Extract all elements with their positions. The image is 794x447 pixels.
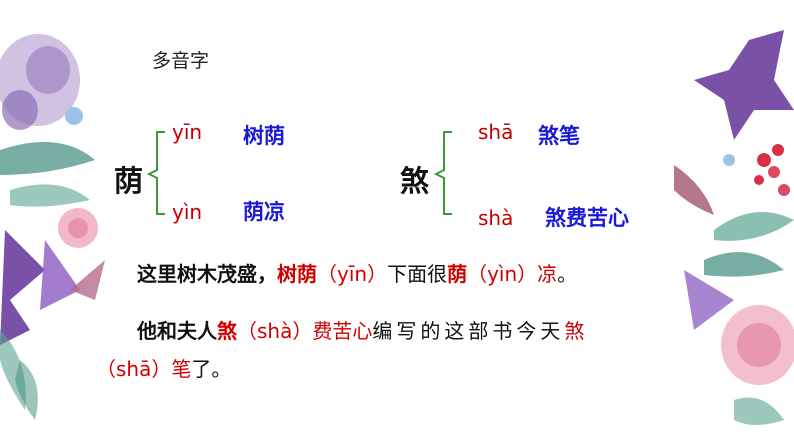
- pinyin-sha-4: shà: [478, 206, 514, 230]
- polyphone-char-yin: 荫: [114, 164, 144, 198]
- sentence3-pinyin-sha1: （shā）: [96, 357, 172, 381]
- sentence2-feikuxin: 费苦心: [312, 319, 373, 343]
- page-title: 多音字: [152, 50, 210, 72]
- sentence2-pinyin-sha4: （shà）: [237, 319, 313, 343]
- word-shabi: 煞笔: [538, 124, 580, 148]
- pinyin-yin-4: yìn: [172, 200, 203, 224]
- sentence1-part-liang: 凉: [537, 262, 558, 286]
- sentence2-part-a: 他和夫人: [137, 319, 217, 343]
- sentence1-period: 。: [557, 262, 578, 286]
- sentence3-end: 了。: [191, 357, 232, 381]
- sentence1-part-a: 这里树木茂盛，: [137, 262, 277, 286]
- word-shuyin: 树荫: [243, 124, 285, 148]
- sentence1-pinyin-yin4: （yìn）: [467, 262, 538, 286]
- brace-sha: [433, 131, 452, 215]
- example-sentence-3: （shā）笔了。: [96, 353, 231, 382]
- sentence1-highlight-shuyin: 树荫: [277, 262, 317, 286]
- example-sentence-2: 他和夫人煞（shà）费苦心编写的这部书今天煞: [137, 315, 584, 344]
- floral-decoration-right: [674, 30, 794, 425]
- sentence1-part-d: 下面很: [387, 262, 448, 286]
- example-sentence-1: 这里树木茂盛，树荫（yīn）下面很荫（yìn）凉。: [137, 258, 577, 287]
- brace-yin: [146, 131, 165, 215]
- floral-decoration-left: [0, 34, 105, 420]
- sentence3-bi: 笔: [171, 357, 192, 381]
- sentence2-highlight-sha: 煞: [217, 319, 237, 343]
- sentence1-highlight-yin: 荫: [447, 262, 468, 286]
- sentence2-part-e: 编写的这部书今天: [372, 319, 565, 343]
- sentence2-highlight-sha-2: 煞: [564, 319, 585, 343]
- word-yinliang: 荫凉: [243, 200, 285, 224]
- pinyin-yin-1: yīn: [172, 120, 203, 144]
- polyphone-char-sha: 煞: [400, 164, 430, 198]
- sentence1-pinyin-yin1: （yīn）: [317, 262, 388, 286]
- word-shafeikuxin: 煞费苦心: [545, 206, 629, 230]
- pinyin-sha-1: shā: [478, 120, 514, 144]
